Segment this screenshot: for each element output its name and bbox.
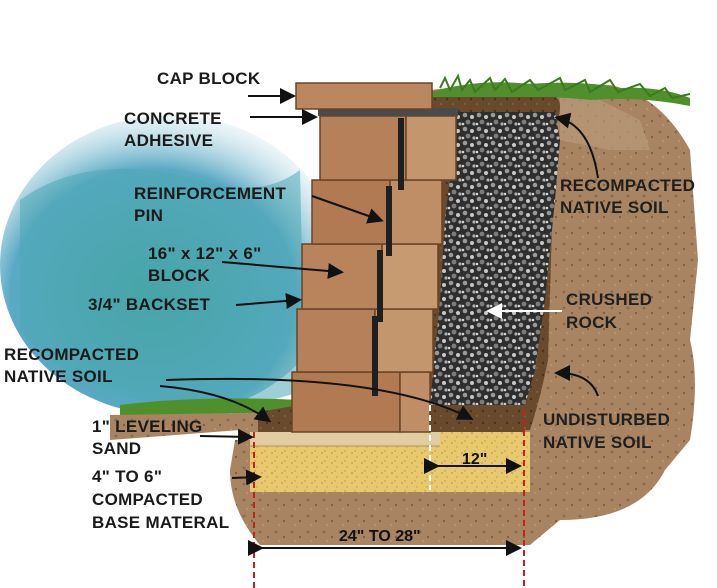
label-base-material-line1: 4" TO 6" [92,467,163,486]
label-reinforcement-pin-line2: PIN [134,206,164,225]
label-base-material-line3: BASE MATERAL [92,513,230,532]
label-leveling-sand-line1: 1" LEVELING [92,417,203,436]
dimension-trench-width: 24" TO 28" [339,528,421,545]
label-recompacted-left-line2: NATIVE SOIL [4,367,113,386]
dimension-gravel-width: 12" [462,451,488,468]
label-undisturbed-line1: UNDISTURBED [543,410,671,429]
leader-arrows [159,88,599,486]
label-crushed-rock-line1: CRUSHED [566,290,653,309]
label-block-size-line2: BLOCK [148,266,210,285]
label-recompacted-left-line1: RECOMPACTED [4,345,140,364]
label-recompacted-right-line2: NATIVE SOIL [560,198,669,217]
dimension-lines [248,405,525,588]
top-grass [430,73,691,106]
base-layer [250,432,530,492]
label-cap-block: CAP BLOCK [157,69,261,88]
label-crushed-rock-line2: ROCK [566,313,618,332]
label-block-size-line1: 16" x 12" x 6" [148,244,262,263]
label-recompacted-right-line1: RECOMPACTED [560,176,696,195]
block-wall [291,82,458,433]
label-base-material-line2: COMPACTED [92,490,203,509]
label-leveling-sand-line2: SAND [92,439,142,458]
reinforcement-pins [372,118,404,396]
label-concrete-adhesive-line1: CONCRETE [124,109,222,128]
label-undisturbed-line2: NATIVE SOIL [543,433,652,452]
label-concrete-adhesive-line2: ADHESIVE [124,131,214,150]
crushed-rock-column [430,112,560,405]
label-backset: 3/4" BACKSET [88,295,211,314]
label-reinforcement-pin-line1: REINFORCEMENT [134,184,287,203]
water-background [0,115,340,415]
